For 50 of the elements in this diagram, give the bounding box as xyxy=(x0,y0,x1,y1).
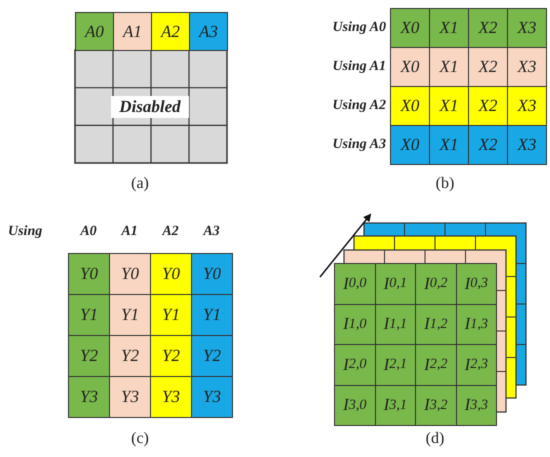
grid-cell: X3 xyxy=(507,125,547,165)
panel-caption: (c) xyxy=(130,429,150,449)
grid-cell: Y2 xyxy=(68,335,110,377)
grid-cell: Y3 xyxy=(68,376,110,418)
grid-cell: Y3 xyxy=(191,376,233,418)
grid-cell: X0 xyxy=(390,8,430,48)
grid-cell: A1 xyxy=(113,12,152,51)
grid-cell: X2 xyxy=(468,125,508,165)
grid-cell: Y2 xyxy=(109,335,151,377)
grid-cell: A0 xyxy=(75,12,114,51)
grid-cell: Y0 xyxy=(109,253,151,295)
grid-cell: X3 xyxy=(507,8,547,48)
grid-cell: X1 xyxy=(429,47,469,87)
grid-cell: X0 xyxy=(390,125,430,165)
column-heading: Using xyxy=(8,223,44,241)
grid-cell: X3 xyxy=(507,47,547,87)
grid-cell: Y0 xyxy=(150,253,192,295)
grid-cell: X1 xyxy=(429,8,469,48)
grid-cell: Y1 xyxy=(68,294,110,336)
grid-cell: Y1 xyxy=(191,294,233,336)
row-label: Using A0 xyxy=(331,18,386,36)
row-label: Using A2 xyxy=(331,96,386,114)
row-label: Using A3 xyxy=(331,136,386,154)
grid-cell: Y1 xyxy=(150,294,192,336)
grid-cell: Y0 xyxy=(191,253,233,295)
grid-cell: X3 xyxy=(507,86,547,126)
panel-caption: (b) xyxy=(434,174,456,194)
grid-cell: X2 xyxy=(468,86,508,126)
row-label: Using A1 xyxy=(331,58,386,76)
column-heading: A3 xyxy=(202,223,221,241)
grid-cell: A3 xyxy=(189,12,228,51)
column-heading: A0 xyxy=(78,223,98,241)
grid-cell: Y2 xyxy=(150,335,192,377)
grid-cell: Y2 xyxy=(191,335,233,377)
panel-caption: (d) xyxy=(424,429,446,449)
grid-cell: X1 xyxy=(429,125,469,165)
grid-cell: X0 xyxy=(390,47,430,87)
grid-cell: A2 xyxy=(151,12,190,51)
grid-cell: X2 xyxy=(468,8,508,48)
grid-cell: X0 xyxy=(390,86,430,126)
disabled-label: Disabled xyxy=(111,96,189,118)
grid-cell: X1 xyxy=(429,86,469,126)
column-heading: A2 xyxy=(160,223,180,241)
grid-cell: Y0 xyxy=(68,253,110,295)
grid-cell: Y3 xyxy=(109,376,151,418)
column-heading: A1 xyxy=(120,223,139,241)
grid-cell: X2 xyxy=(468,47,508,87)
grid-cell: Y1 xyxy=(109,294,151,336)
panel-caption: (a) xyxy=(130,174,150,194)
grid-cell: Y3 xyxy=(150,376,192,418)
